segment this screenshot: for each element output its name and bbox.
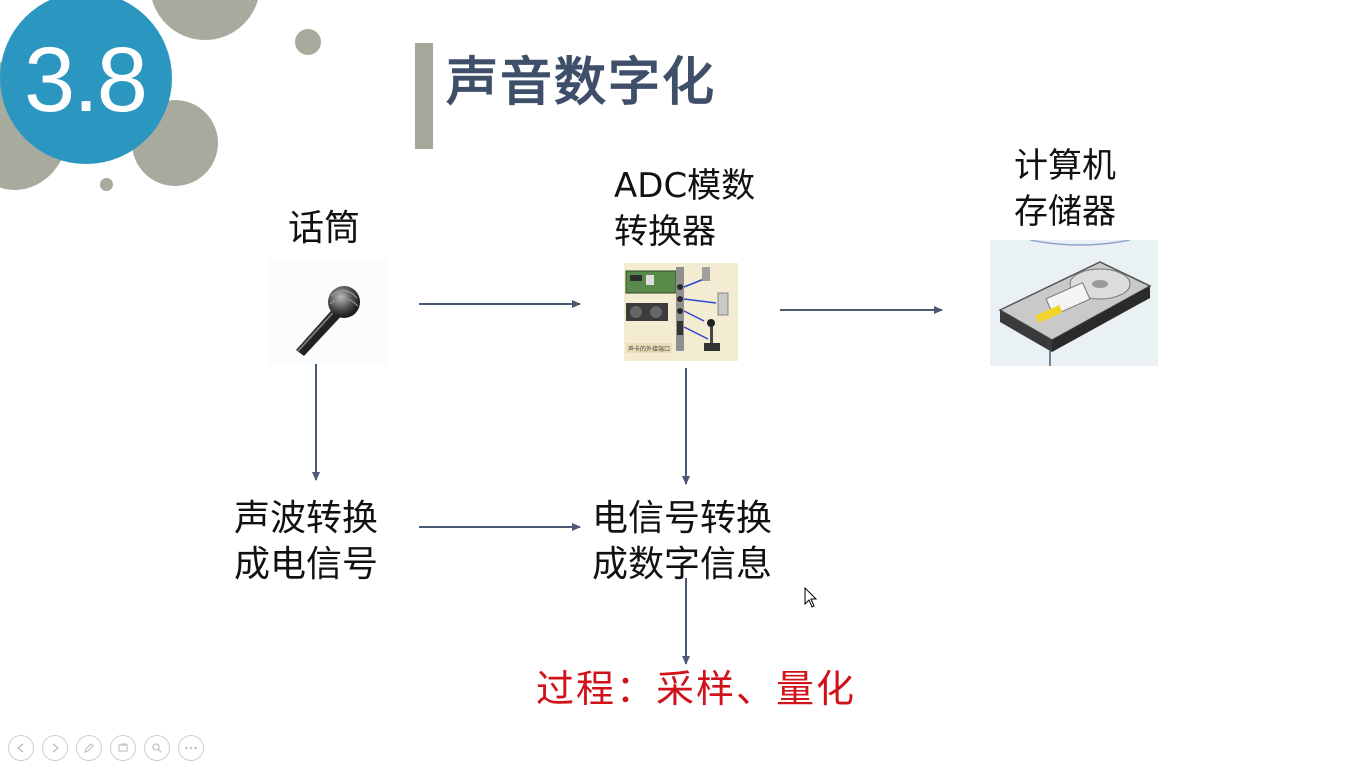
zoom-icon[interactable] (144, 735, 170, 761)
microphone-label: 话筒 (288, 208, 361, 249)
svg-text:声卡的外接端口: 声卡的外接端口 (628, 345, 670, 353)
section-number: 3.8 (24, 29, 148, 131)
adc-label-line1: ADC模数 (614, 166, 756, 206)
slide-title: 声音数字化 (446, 53, 717, 113)
section-badge-circle (0, 0, 172, 164)
slides-icon[interactable] (110, 735, 136, 761)
signal-to-digital-line1: 电信号转换 (592, 498, 773, 539)
process-label: 过程：采样、量化 (536, 667, 857, 711)
decor-dot-2 (100, 178, 113, 191)
computer-label-line1: 计算机 (1014, 146, 1116, 186)
decor-dot-1 (295, 29, 321, 55)
hard-drive-icon (990, 240, 1158, 366)
signal-to-digital-line2: 成数字信息 (592, 544, 773, 585)
pen-icon[interactable] (76, 735, 102, 761)
prev-icon[interactable] (8, 735, 34, 761)
adc-label-line2: 转换器 (614, 212, 716, 252)
next-icon[interactable] (42, 735, 68, 761)
mouse-cursor-icon (804, 587, 818, 608)
more-icon[interactable] (178, 735, 204, 761)
sound-card-icon: 声卡的外接端口 (624, 263, 738, 361)
sound-to-signal-line2: 成电信号 (234, 544, 379, 585)
computer-label-line2: 存储器 (1014, 192, 1116, 232)
title-accent-bar (415, 43, 433, 149)
sound-to-signal-line1: 声波转换 (234, 498, 379, 539)
microphone-icon (268, 258, 388, 366)
slideshow-nav-bar (8, 735, 204, 763)
